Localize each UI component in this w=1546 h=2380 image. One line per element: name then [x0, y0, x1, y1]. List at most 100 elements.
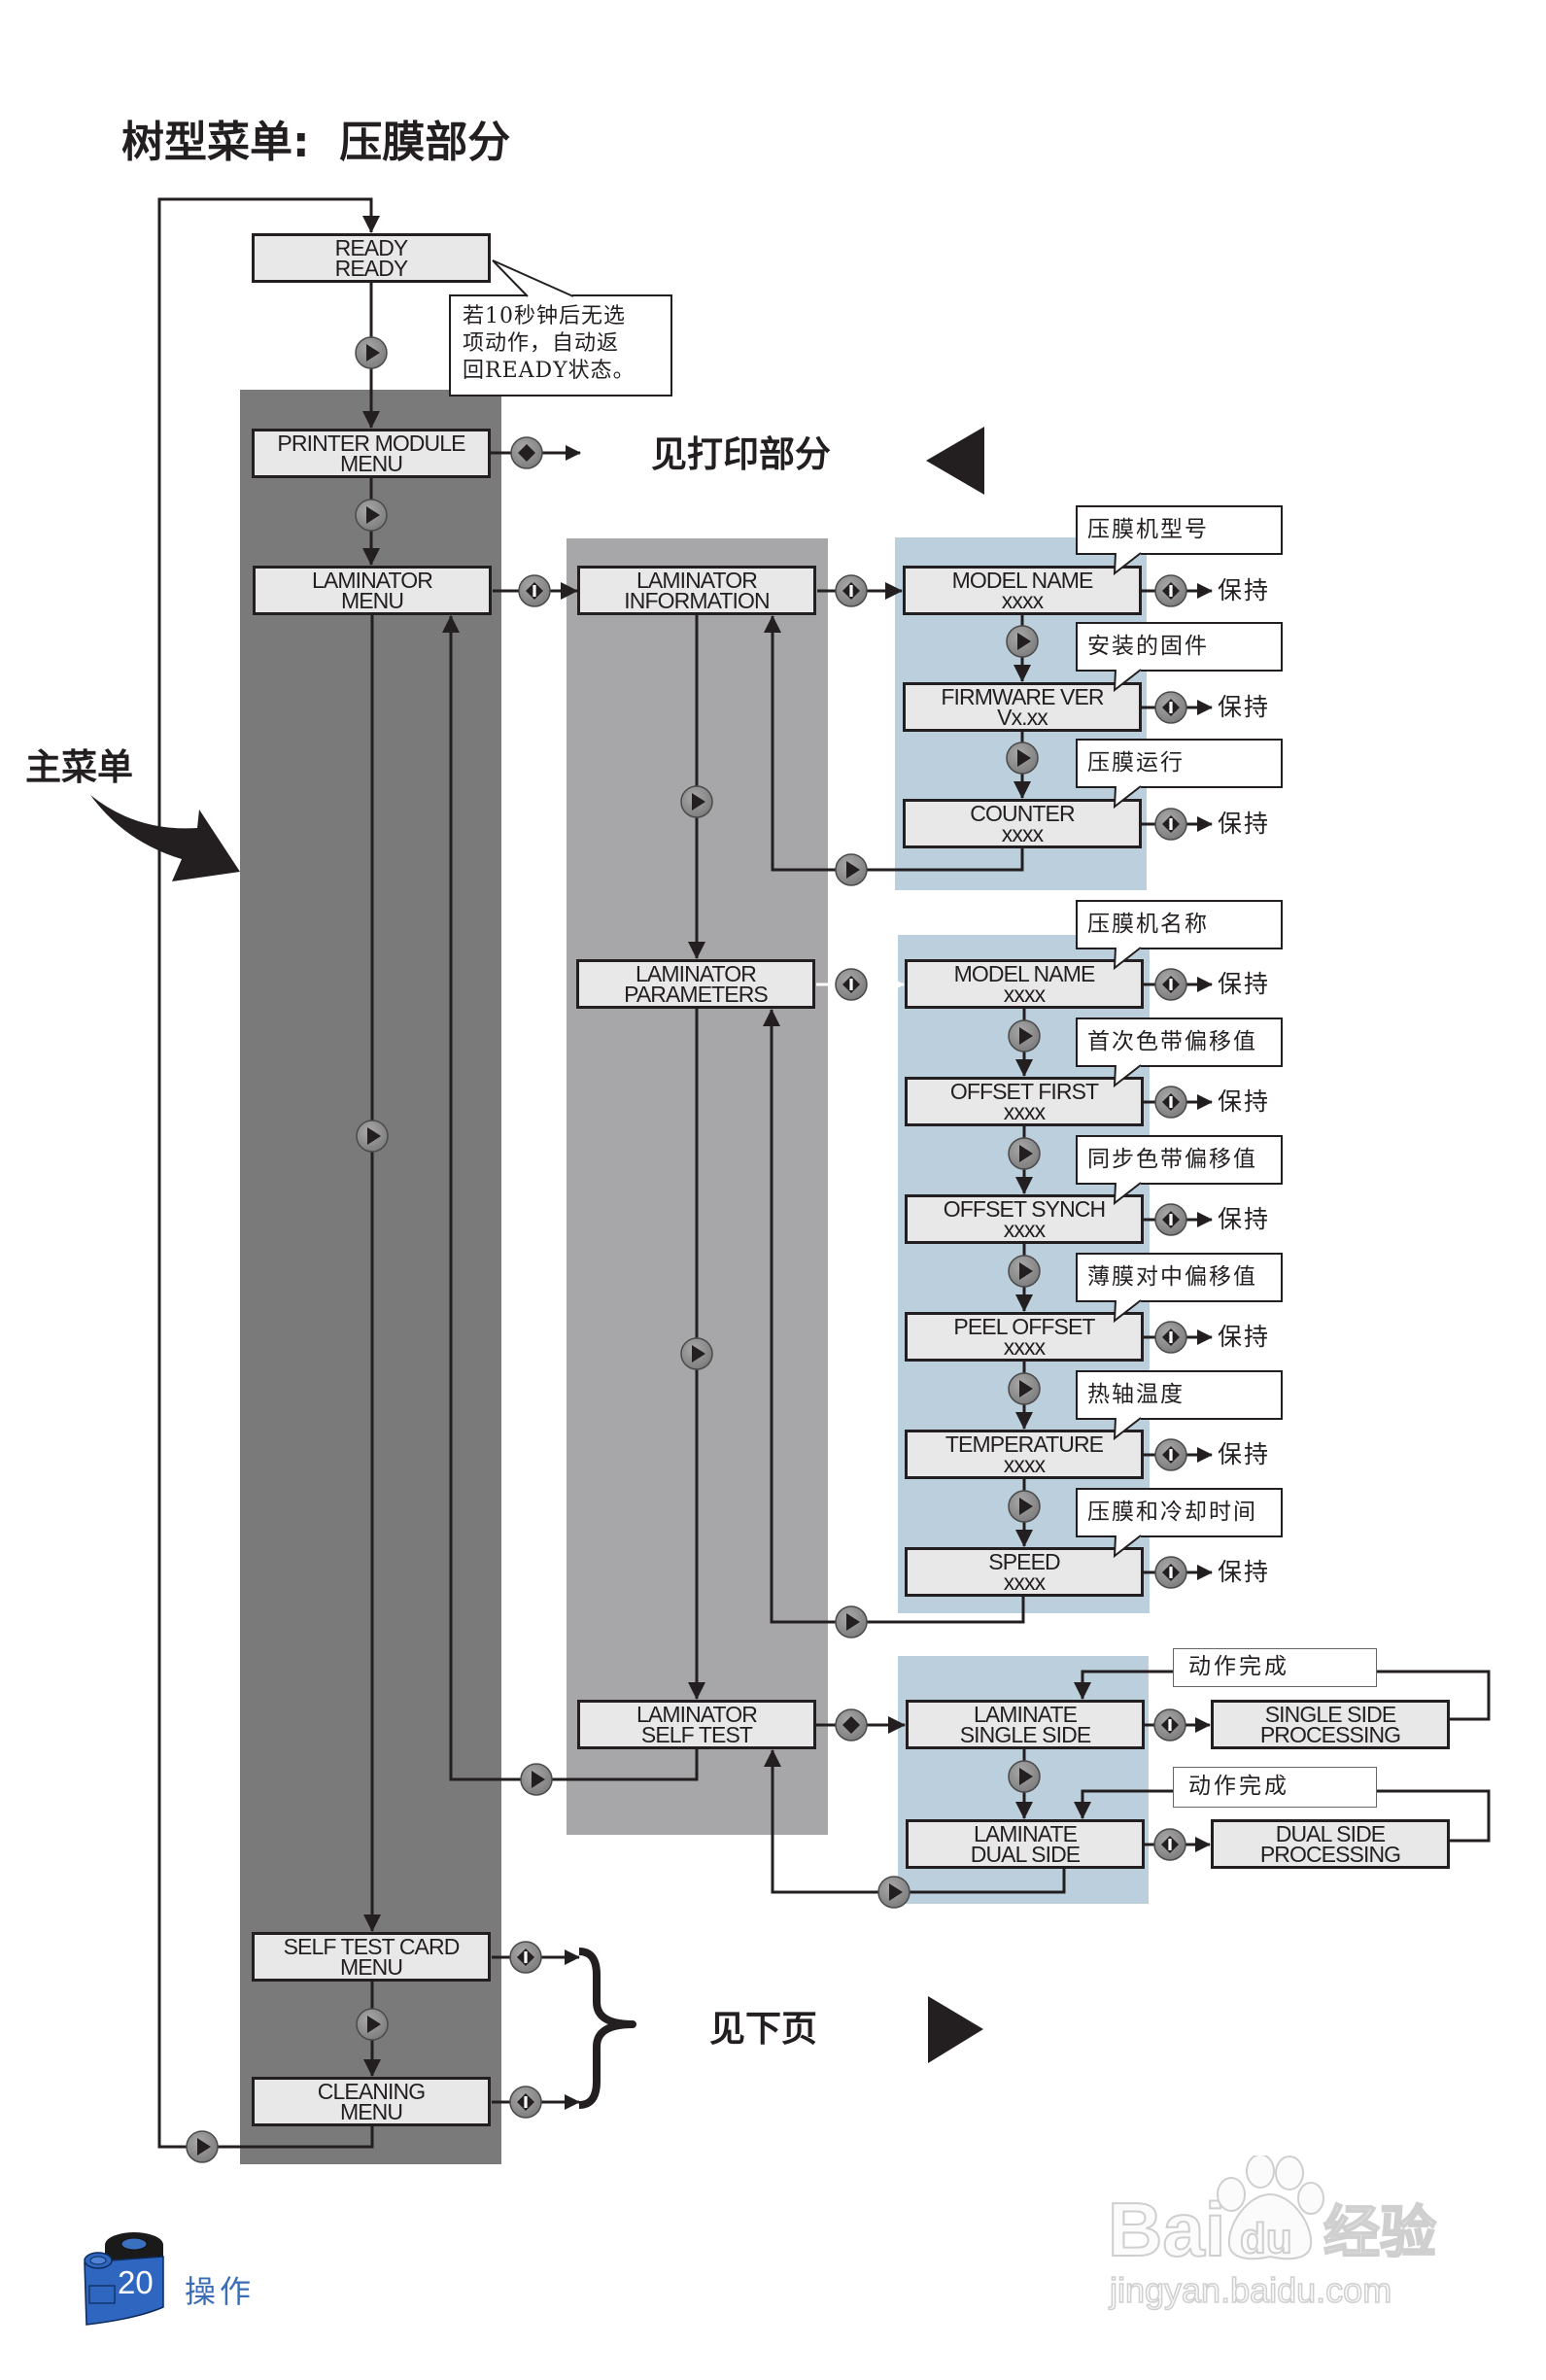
dual-side-processing: DUAL SIDE PROCESSING	[1211, 1819, 1450, 1869]
enter-button-icon	[1154, 808, 1187, 841]
next-button-icon	[1008, 1255, 1041, 1288]
display-line-2: MENU	[339, 450, 403, 476]
param-offset-synch: OFFSET SYNCH xxxx	[905, 1194, 1144, 1244]
callout-pointer	[1113, 783, 1142, 810]
display-line-1: PEEL OFFSET	[953, 1313, 1095, 1339]
callout-text: 压膜机型号	[1087, 517, 1209, 542]
display-line-2: xxxx	[1003, 1569, 1046, 1595]
callout-text: 首次色带偏移值	[1087, 1029, 1257, 1054]
hold-label: 保持	[1218, 1323, 1271, 1351]
hold-label: 保持	[1218, 1205, 1271, 1233]
next-button-icon	[680, 1337, 713, 1370]
enter-button-icon	[1153, 1828, 1186, 1861]
menu-laminator-information: LAMINATOR INFORMATION	[577, 566, 816, 615]
display-line-2: PROCESSING	[1259, 1721, 1401, 1747]
display-line-1: SELF TEST CARD	[283, 1933, 461, 1959]
display-line-2: xxxx	[1003, 1098, 1046, 1124]
callout-pointer	[1113, 1062, 1142, 1088]
next-button-icon	[1006, 742, 1039, 775]
enter-button-icon	[1154, 1438, 1187, 1471]
enter-button-icon	[1154, 1321, 1187, 1354]
watermark-url: jingyan.baidu.com	[1109, 2269, 1392, 2311]
callout-param-offset-synch: 同步色带偏移值	[1076, 1135, 1283, 1206]
menu-cleaning: CLEANING MENU	[252, 2077, 491, 2126]
hold-label: 保持	[1218, 970, 1271, 998]
callout-pointer	[492, 259, 574, 298]
watermark-paw-icon	[1217, 2156, 1324, 2260]
display-line-2: MENU	[339, 1953, 403, 1980]
next-button-icon	[356, 1120, 389, 1153]
self-test-laminate-single-side: LAMINATE SINGLE SIDE	[906, 1700, 1145, 1749]
param-peel-offset: PEEL OFFSET xxxx	[905, 1312, 1144, 1362]
right-pointer-triangle-icon	[928, 1996, 983, 2063]
display-line-1: OFFSET FIRST	[949, 1078, 1099, 1104]
callout-info-firmware: 安装的固件	[1076, 622, 1283, 693]
next-button-icon	[680, 785, 713, 818]
next-button-icon	[356, 2008, 389, 2041]
display-line-1: CLEANING	[317, 2078, 426, 2104]
callout-text: 安装的固件	[1087, 634, 1209, 659]
display-line-2: xxxx	[1003, 1216, 1046, 1242]
callout-info-model-name: 压膜机型号	[1076, 505, 1283, 576]
enter-button-icon	[1154, 574, 1187, 607]
enter-button-icon	[835, 574, 868, 607]
display-line-1: READY	[334, 234, 409, 260]
action-complete-label: 动作完成	[1173, 1648, 1377, 1687]
callout-param-peel-offset: 薄膜对中偏移值	[1076, 1253, 1283, 1324]
hold-label: 保持	[1218, 810, 1271, 838]
dual-done-loop-line	[1074, 1789, 1491, 1843]
display-line-2: xxxx	[1001, 587, 1044, 613]
hold-label: 保持	[1218, 1440, 1271, 1468]
main-loop-line	[157, 197, 380, 2149]
param-temperature: TEMPERATURE xxxx	[905, 1430, 1144, 1479]
select-button-icon	[835, 1708, 868, 1742]
main-menu-curved-arrow-icon	[90, 795, 240, 881]
display-line-1: SINGLE SIDE	[1264, 1701, 1396, 1727]
display-line-1: PRINTER MODULE	[277, 430, 465, 456]
page-title: 树型菜单: 压膜部分	[121, 118, 511, 167]
hold-label: 保持	[1218, 1558, 1271, 1586]
callout-pointer	[1113, 667, 1142, 693]
next-button-icon	[835, 853, 868, 886]
callout-text: 压膜运行	[1087, 750, 1185, 776]
single-side-processing: SINGLE SIDE PROCESSING	[1211, 1700, 1450, 1749]
next-button-icon	[1008, 1137, 1041, 1170]
display-line-1: LAMINATOR	[636, 567, 758, 593]
callout-text: 压膜和冷却时间	[1087, 1500, 1257, 1525]
callout-pointer	[1113, 1533, 1142, 1559]
information-return-line	[764, 615, 1024, 872]
next-button-icon	[355, 499, 388, 532]
single-done-loop-line	[1074, 1670, 1491, 1721]
callout-text: 同步色带偏移值	[1087, 1147, 1257, 1172]
param-offset-first: OFFSET FIRST xxxx	[905, 1077, 1144, 1126]
enter-button-icon	[509, 1941, 542, 1974]
display-line-1: MODEL NAME	[953, 960, 1096, 986]
display-line-2: DUAL SIDE	[970, 1841, 1081, 1867]
enter-button-icon	[835, 968, 868, 1001]
watermark-brand: Bai	[1107, 2187, 1226, 2272]
ready-display: READY READY	[252, 233, 491, 283]
display-line-2: xxxx	[1003, 1451, 1046, 1477]
watermark-brand-cn: 经验	[1323, 2199, 1437, 2265]
display-line-1: COUNTER	[970, 800, 1075, 826]
see-print-section-label: 见打印部分	[651, 433, 831, 475]
enter-button-icon	[518, 574, 551, 607]
display-line-1: LAMINATE	[973, 1820, 1078, 1846]
display-line-2: xxxx	[1001, 820, 1044, 846]
display-line-2: MENU	[340, 587, 404, 613]
param-model-name: MODEL NAME xxxx	[905, 959, 1144, 1009]
display-line-2: MENU	[339, 2098, 403, 2124]
display-line-1: LAMINATE	[973, 1701, 1078, 1727]
next-button-icon	[355, 336, 388, 369]
callout-text: 热轴温度	[1087, 1382, 1185, 1407]
display-line-2: INFORMATION	[624, 587, 770, 613]
menu-printer-module: PRINTER MODULE MENU	[252, 429, 491, 478]
display-line-1: LAMINATOR	[636, 960, 757, 986]
enter-button-icon	[1154, 1086, 1187, 1119]
display-line-1: FIRMWARE VER	[941, 683, 1104, 709]
display-line-2: READY	[334, 255, 409, 281]
menu-laminator-self-test: LAMINATOR SELF TEST	[577, 1700, 816, 1749]
self-test-return-line	[442, 615, 699, 1781]
ribbon-roll-icon	[84, 2232, 164, 2326]
